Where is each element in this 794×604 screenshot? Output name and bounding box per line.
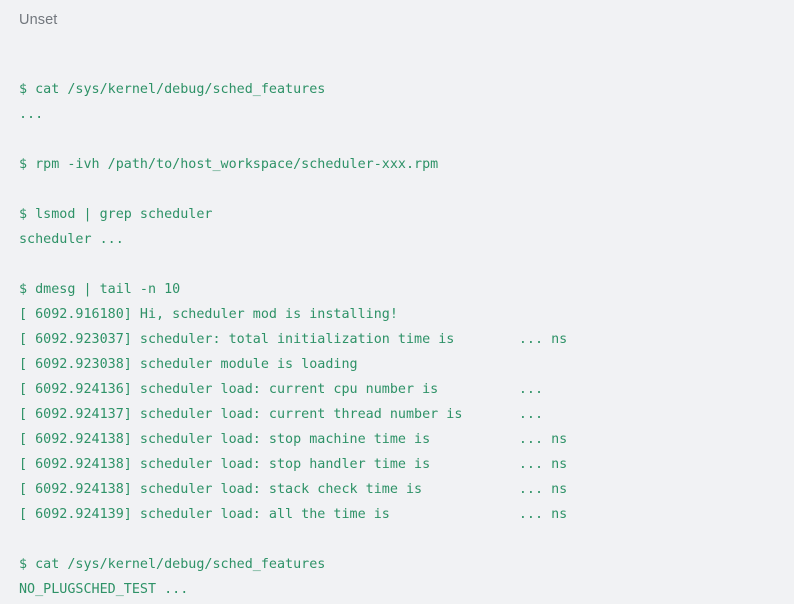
terminal-blank-line bbox=[19, 252, 794, 277]
terminal-blank-line bbox=[19, 127, 794, 152]
terminal-line: [ 6092.916180] Hi, scheduler mod is inst… bbox=[19, 307, 398, 322]
terminal-line: [ 6092.923037] scheduler: total initiali… bbox=[19, 332, 568, 347]
terminal-line: [ 6092.924138] scheduler load: stop mach… bbox=[19, 432, 568, 447]
terminal-line: [ 6092.924137] scheduler load: current t… bbox=[19, 407, 544, 422]
terminal-blank-line bbox=[19, 52, 794, 77]
terminal-line: $ cat /sys/kernel/debug/sched_features bbox=[19, 82, 326, 97]
terminal-line: [ 6092.923038] scheduler module is loadi… bbox=[19, 357, 358, 372]
terminal-line: [ 6092.924138] scheduler load: stop hand… bbox=[19, 457, 568, 472]
terminal-line: $ rpm -ivh /path/to/host_workspace/sched… bbox=[19, 157, 439, 172]
terminal-line: [ 6092.924136] scheduler load: current c… bbox=[19, 382, 544, 397]
code-block-language-label: Unset bbox=[19, 12, 58, 28]
terminal-line: scheduler ... bbox=[19, 232, 124, 247]
terminal-line: $ cat /sys/kernel/debug/sched_features bbox=[19, 557, 326, 572]
terminal-line: [ 6092.924139] scheduler load: all the t… bbox=[19, 507, 568, 522]
terminal-line: NO_PLUGSCHED_TEST ... bbox=[19, 582, 189, 597]
terminal-blank-line bbox=[19, 177, 794, 202]
terminal-line: $ dmesg | tail -n 10 bbox=[19, 282, 181, 297]
terminal-line: ... bbox=[19, 107, 44, 122]
terminal-line: $ lsmod | grep scheduler bbox=[19, 207, 213, 222]
terminal-output[interactable]: $ cat /sys/kernel/debug/sched_features..… bbox=[0, 52, 794, 602]
terminal-line: [ 6092.924138] scheduler load: stack che… bbox=[19, 482, 568, 497]
terminal-blank-line bbox=[19, 527, 794, 552]
